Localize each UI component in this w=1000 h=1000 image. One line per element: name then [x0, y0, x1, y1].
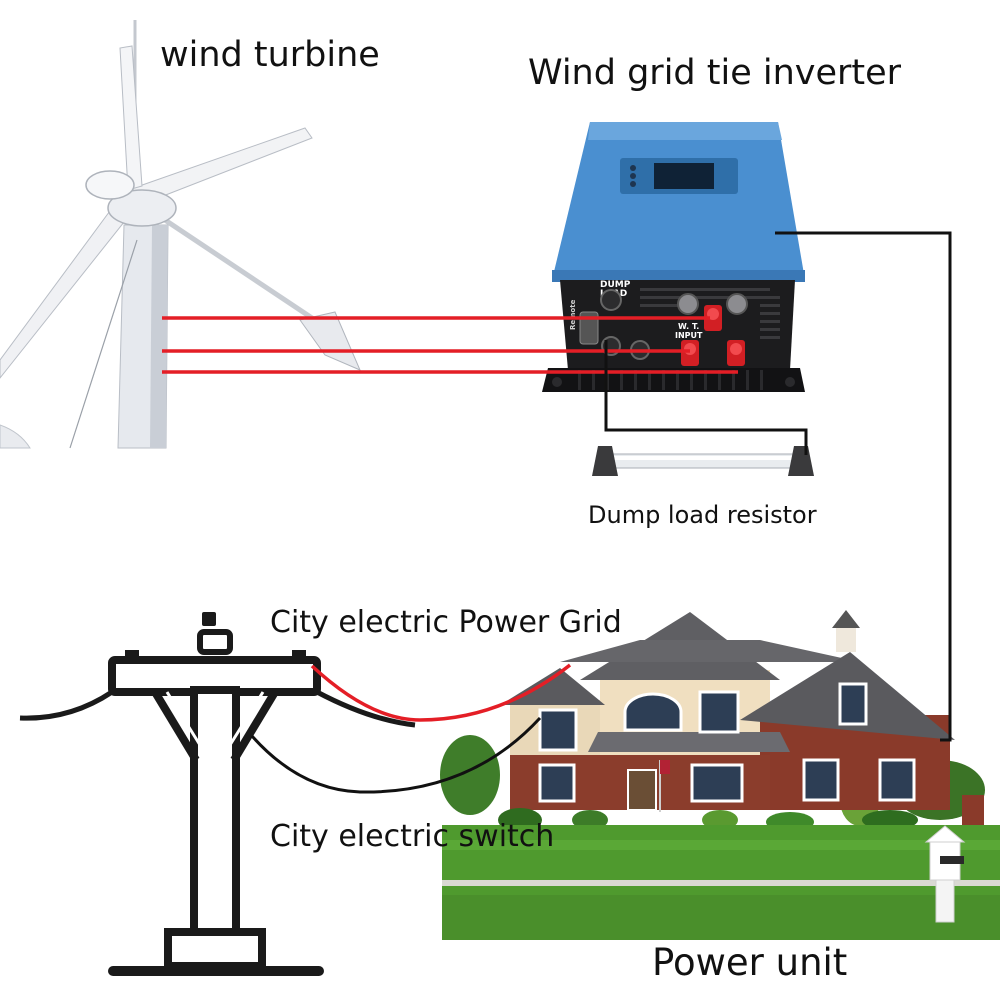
city-grid-label: City electric Power Grid [270, 605, 622, 640]
wind-turbine-illustration [0, 0, 361, 450]
inverter-label: Wind grid tie inverter [528, 53, 902, 93]
wind-turbine-label: wind turbine [160, 35, 380, 75]
inverter-illustration: DUMP LOAD W. T. INPUT Remote [542, 122, 805, 392]
switch-black-wire [250, 716, 542, 794]
dump-load-wire [604, 340, 808, 455]
city-switch-label: City electric switch [270, 819, 555, 854]
wiring [162, 231, 952, 794]
svg-text:DUMP: DUMP [600, 280, 631, 290]
power-unit-label: Power unit [652, 941, 848, 984]
dump-load-resistor-label: Dump load resistor [588, 501, 817, 529]
utility-pole-illustration [19, 612, 416, 976]
svg-text:Remote: Remote [569, 299, 577, 330]
svg-text:INPUT: INPUT [675, 331, 703, 340]
grid-red-wire [310, 663, 572, 722]
svg-text:W. T.: W. T. [678, 322, 699, 331]
house-illustration [440, 600, 1000, 940]
inverter-house-wire [775, 231, 952, 742]
dump-load-resistor-illustration [592, 446, 814, 476]
